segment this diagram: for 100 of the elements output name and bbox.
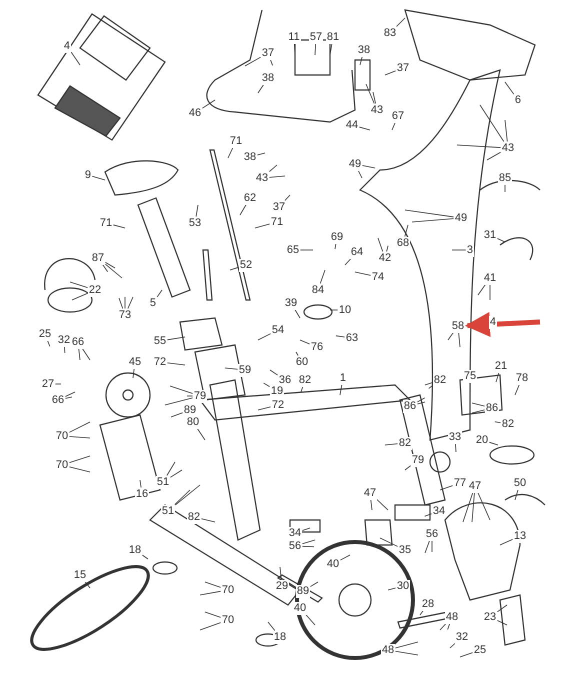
leader-line: [392, 122, 396, 130]
leader-line: [170, 386, 193, 394]
leader-line: [156, 290, 162, 298]
callout-number: 28: [420, 598, 436, 610]
callout-number: 56: [288, 540, 302, 552]
callout-number: 5: [148, 296, 158, 310]
callout-number: 51: [160, 504, 176, 518]
callout-number: 13: [512, 530, 528, 542]
callout-number: 81: [326, 30, 340, 44]
leader-line: [404, 224, 408, 237]
leader-line: [360, 56, 363, 66]
callout-number: 82: [500, 418, 516, 430]
leader-line: [354, 272, 371, 276]
leader-line: [440, 485, 453, 490]
callout-number: 33: [448, 430, 462, 444]
leader-line: [455, 443, 456, 452]
leader-line: [458, 332, 460, 348]
leader-line: [200, 590, 221, 596]
callout-number: 70: [220, 584, 236, 596]
leader-line: [302, 540, 316, 544]
leader-line: [424, 513, 432, 517]
callout-number: 48: [380, 644, 396, 656]
callout-number: 50: [512, 476, 528, 490]
leader-line: [69, 422, 90, 433]
leader-line: [202, 100, 216, 109]
leader-line: [386, 245, 388, 252]
leader-line: [404, 210, 454, 218]
callout-number: 58: [450, 320, 466, 332]
leader-line: [378, 238, 384, 252]
callout-number: 87: [90, 252, 106, 264]
callout-number: 20: [474, 434, 490, 446]
leader-line: [240, 204, 247, 216]
callout-number: 80: [186, 416, 200, 428]
leader-line: [480, 104, 504, 142]
callout-number: 85: [498, 172, 512, 184]
leader-line: [70, 282, 88, 288]
leader-line: [69, 466, 90, 472]
leader-line: [124, 296, 126, 309]
leader-line: [258, 406, 271, 410]
leader-line: [460, 652, 473, 658]
callout-number: 19: [270, 384, 284, 398]
leader-line: [314, 43, 316, 56]
leader-line: [302, 528, 310, 531]
callout-number: 40: [292, 602, 308, 614]
leader-line: [196, 428, 206, 440]
leader-line: [504, 82, 514, 95]
leader-line: [65, 392, 76, 397]
leader-line: [105, 264, 122, 278]
leader-line: [448, 332, 454, 340]
leader-line: [384, 70, 396, 76]
callout-number: 54: [270, 324, 286, 336]
callout-number: 34: [288, 526, 302, 540]
callout-number: 9: [84, 168, 92, 182]
leader-line: [69, 456, 90, 464]
callout-number: 79: [192, 390, 208, 402]
callout-number: 66: [70, 336, 86, 348]
leader-line: [494, 421, 501, 424]
leader-line: [69, 436, 90, 438]
leader-line: [412, 218, 454, 222]
callout-number: 51: [156, 476, 170, 488]
leader-line: [263, 382, 270, 388]
callout-number: 70: [54, 458, 70, 472]
callout-number: 16: [134, 488, 150, 500]
leader-line: [514, 384, 520, 396]
leader-line: [372, 92, 376, 104]
leader-line: [268, 622, 276, 631]
callout-number: 67: [390, 110, 406, 122]
callout-number: 52: [238, 258, 254, 272]
leader-line: [489, 442, 498, 446]
callout-number: 70: [54, 430, 70, 442]
callout-number: 38: [356, 44, 372, 56]
callout-number: 59: [238, 364, 252, 376]
leader-line: [305, 614, 316, 626]
leader-line: [296, 352, 298, 356]
leader-line: [404, 465, 411, 470]
leader-line: [170, 470, 182, 478]
leader-line: [167, 362, 186, 366]
callout-number: 43: [254, 172, 270, 184]
leader-line: [82, 348, 90, 360]
callout-number: 55: [152, 334, 168, 348]
leader-line: [280, 566, 282, 580]
leader-line: [128, 296, 134, 309]
leader-line: [244, 56, 261, 66]
callout-number: 84: [310, 284, 326, 296]
leader-line: [300, 340, 310, 344]
callout-number: 65: [286, 244, 300, 256]
leader-line: [166, 462, 176, 476]
leader-line: [175, 484, 200, 506]
leader-line: [269, 164, 278, 172]
callout-number: 35: [398, 544, 412, 556]
leader-line: [92, 176, 106, 180]
leader-line: [472, 402, 485, 407]
leader-line: [204, 582, 221, 588]
leader-line: [294, 43, 296, 56]
callout-number: 75: [462, 370, 478, 382]
callout-number: 30: [396, 580, 410, 592]
leader-line: [336, 335, 345, 338]
callout-number: 71: [228, 134, 244, 148]
callout-number: 18: [128, 544, 142, 556]
callout-number: 11: [286, 30, 302, 44]
